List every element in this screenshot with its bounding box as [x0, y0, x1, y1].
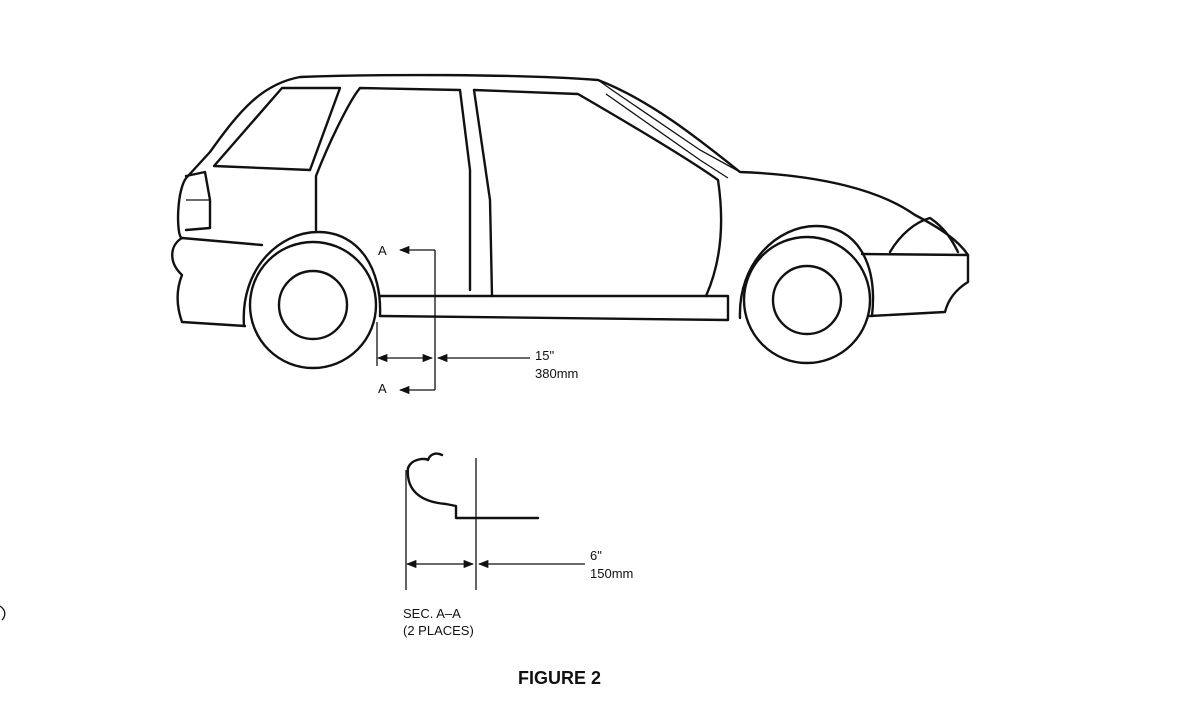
section-marker-bottom: A	[378, 381, 387, 396]
dimension-6in-label: 6"	[590, 548, 602, 563]
dimension-150mm-label: 150mm	[590, 566, 633, 581]
car-body-outline	[176, 73, 970, 318]
rear-quarter-window	[212, 86, 342, 172]
rear-bumper	[171, 236, 247, 328]
dimension-380mm-label: 380mm	[535, 366, 578, 381]
front-wheel-hub	[771, 264, 843, 336]
rocker-panel	[378, 294, 730, 322]
edge-mark	[0, 605, 6, 621]
section-a-a-detail: 6" 150mm SEC. A–A (2 PLACES)	[403, 452, 633, 638]
side-view-dimensions: A A 15" 380mm	[376, 243, 578, 396]
roof-rail	[597, 79, 741, 179]
headlight	[888, 216, 960, 254]
dimension-15in-label: 15"	[535, 348, 554, 363]
front-door-window	[472, 88, 723, 298]
rear-tire	[248, 240, 378, 370]
tail-light	[184, 170, 212, 232]
section-marker-top: A	[378, 243, 387, 258]
front-bumper	[860, 252, 970, 257]
rear-bumper-top	[180, 236, 264, 247]
section-title-line1: SEC. A–A	[403, 606, 461, 621]
car-side-view	[171, 73, 970, 370]
front-tire	[742, 235, 872, 365]
rear-door-window	[314, 86, 472, 292]
rear-wheel-hub	[277, 269, 349, 341]
figure-caption: FIGURE 2	[518, 668, 601, 688]
section-title-line2: (2 PLACES)	[403, 623, 474, 638]
front-wheel-arch	[738, 224, 875, 320]
rear-wheel-arch	[242, 230, 382, 328]
b-pillar	[472, 88, 494, 298]
section-profile	[406, 452, 540, 520]
